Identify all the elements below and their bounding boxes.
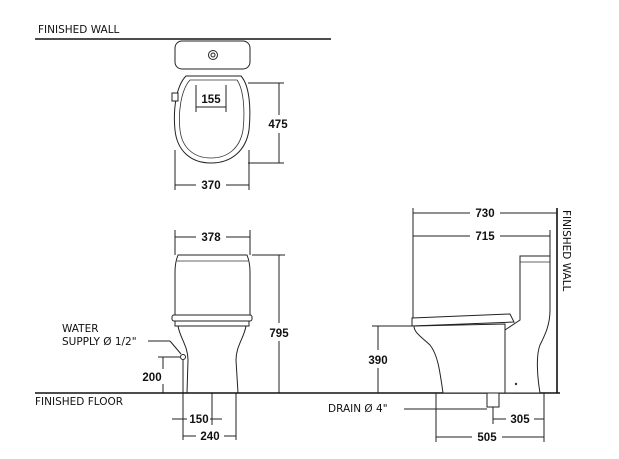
side-view: FINISHED WALL 730 715 390 DRAIN Ø 4" — [328, 208, 572, 444]
drain-label: DRAIN Ø 4" — [328, 403, 388, 415]
top-bowl — [173, 75, 251, 164]
side-tank — [504, 255, 551, 394]
water-supply-label-2: SUPPLY Ø 1/2" — [62, 336, 137, 348]
dim-305: 305 — [510, 414, 530, 426]
dim-378: 378 — [201, 232, 221, 244]
dim-730: 730 — [475, 208, 494, 220]
dim-795: 795 — [269, 328, 289, 340]
finished-wall-top-label: FINISHED WALL — [38, 24, 120, 36]
top-view: FINISHED WALL 155 475 370 — [35, 24, 331, 192]
dim-715: 715 — [475, 231, 495, 243]
water-supply-label-1: WATER — [62, 323, 99, 335]
supply-valve-icon — [180, 354, 186, 360]
front-view: 378 795 WATER SUPPLY Ø 1/2" 200 150 — [62, 230, 289, 443]
finished-floor-label: FINISHED FLOOR — [35, 396, 123, 408]
top-tank — [174, 40, 251, 70]
top-hinge — [171, 92, 179, 102]
dim-200: 200 — [142, 372, 161, 384]
dim-155: 155 — [201, 94, 221, 106]
drain-pipe-icon — [486, 392, 500, 408]
side-bowl — [413, 323, 506, 394]
dim-475: 475 — [268, 119, 288, 131]
dim-390: 390 — [368, 355, 387, 367]
dim-150: 150 — [189, 414, 208, 426]
dim-370: 370 — [201, 180, 220, 192]
side-seat — [411, 313, 515, 327]
flush-button-icon — [208, 50, 218, 60]
front-tank — [174, 254, 251, 316]
front-pedestal — [177, 325, 247, 394]
dim-505: 505 — [477, 432, 497, 444]
finished-wall-side-label: FINISHED WALL — [560, 210, 572, 292]
front-seat — [171, 314, 253, 322]
dim-240: 240 — [200, 431, 219, 443]
